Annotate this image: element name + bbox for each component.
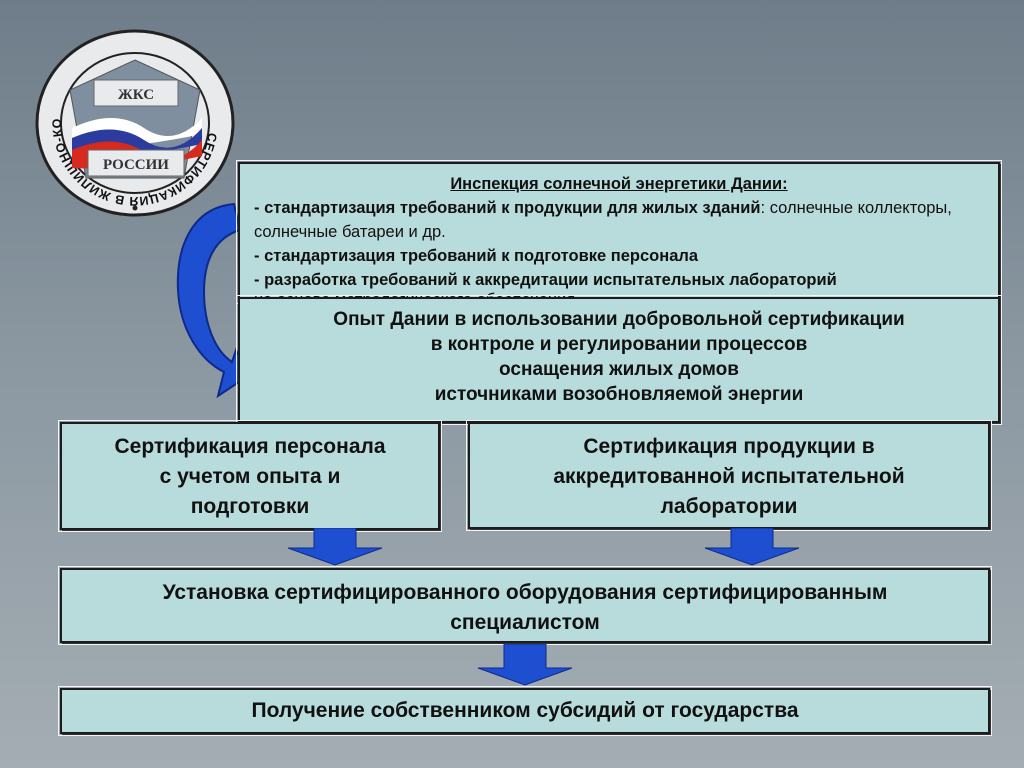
experience-line4: источниками возобновляемой энергии: [434, 384, 804, 405]
down-arrow-icon: [704, 528, 800, 566]
inspection-item1-rest: : солнечные коллекторы, солнечные батаре…: [254, 199, 952, 241]
down-arrow-icon: [477, 644, 573, 686]
installation-box: Установка сертифицированного оборудовани…: [58, 566, 992, 645]
curved-arrow-icon: [176, 202, 250, 399]
inspection-box: Инспекция солнечной энергетики Дании: - …: [236, 160, 1002, 304]
inspection-item3-cont: на основе метрологического обеспечения: [254, 288, 984, 300]
logo-bottom-label: РОССИИ: [103, 157, 169, 173]
subsidy-text: Получение собственником субсидий от госу…: [251, 699, 799, 722]
personnel-line2: с учетом опыта и: [159, 465, 341, 488]
experience-line2: в контроле и регулировании процессов: [430, 334, 808, 355]
personnel-line3: подготовки: [190, 495, 310, 518]
inspection-item3: - разработка требований к аккредитации и…: [254, 271, 837, 289]
inspection-item2: - стандартизация требований к подготовке…: [254, 247, 699, 265]
experience-box: Опыт Дании в использовании добровольной …: [236, 295, 1002, 425]
subsidy-box: Получение собственником субсидий от госу…: [58, 686, 992, 736]
down-arrow-icon: [287, 528, 383, 566]
experience-line3: оснащения жилых домов: [499, 359, 739, 380]
inspection-item1-bold: - стандартизация требований к продукции …: [254, 199, 761, 217]
experience-line1: Опыт Дании в использовании добровольной …: [333, 309, 905, 330]
inspection-title: Инспекция солнечной энергетики Дании:: [450, 175, 788, 193]
product-line1: Сертификация продукции в: [583, 435, 875, 458]
install-line1: Установка сертифицированного оборудовани…: [162, 581, 888, 604]
product-certification-box: Сертификация продукции в аккредитованной…: [466, 420, 992, 531]
logo-top-label: ЖКС: [118, 87, 154, 103]
personnel-line1: Сертификация персонала: [114, 435, 386, 458]
zhks-rossii-logo: СЕРТИФИКАЦИЯ В ЖИЛИЩНО-КОММУНАЛЬНОМ ХОЗЯ…: [34, 28, 235, 217]
install-line2: специалистом: [450, 611, 600, 634]
personnel-certification-box: Сертификация персонала с учетом опыта и …: [58, 420, 442, 532]
product-line2: аккредитованной испытательной: [553, 465, 905, 488]
product-line3: лаборатории: [660, 495, 798, 518]
